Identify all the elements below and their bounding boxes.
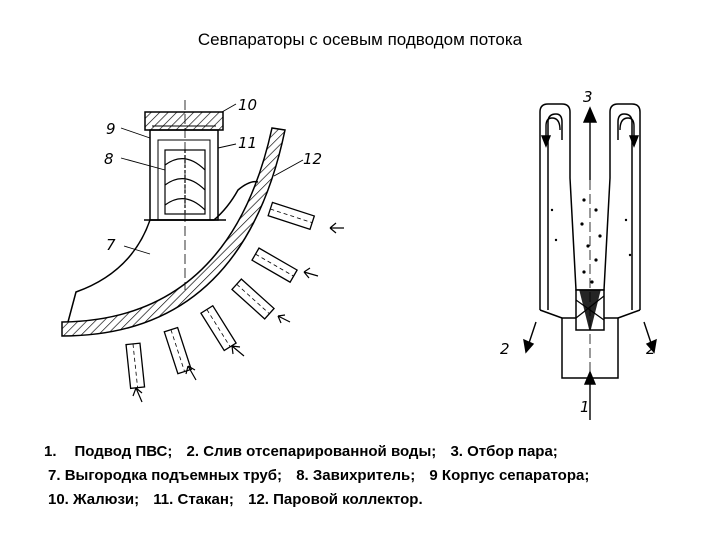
legend-text-12: Паровой коллектор. (273, 491, 423, 508)
legend-line-3: 10. Жалюзи; 11. Стакан; 12. Паровой колл… (44, 488, 714, 512)
legend-text-11: Стакан; (177, 491, 234, 508)
legend-text-8: Завихритель; (312, 467, 416, 484)
legend-num-2: 2. (186, 443, 200, 460)
label-12: 12 (303, 150, 322, 168)
page-title: Севпараторы с осевым подводом потока (197, 30, 523, 49)
legend-text-1: Подвод ПВС; (74, 443, 173, 460)
legend-num-3: 3. (450, 443, 463, 460)
right-separator-figure (523, 103, 657, 420)
separator-shell (539, 103, 571, 310)
label-7: 7 (106, 236, 116, 254)
legend-text-10: Жалюзи; (73, 491, 140, 508)
riser-pipes (125, 201, 316, 390)
flow-arrows (523, 106, 657, 420)
label-1: 1 (580, 398, 590, 416)
legend-num-8: 8. (296, 467, 309, 484)
label-8: 8 (104, 150, 114, 168)
legend-num-11: 11. (153, 491, 174, 508)
separator-diagram: 9 8 10 11 12 7 (61, 88, 657, 420)
legend-text-3: Отбор пара; (467, 443, 558, 460)
louvers (144, 111, 224, 131)
legend: 1. Подвод ПВС; 2. Слив отсепарированной в… (44, 440, 714, 512)
legend-text-2: Слив отсепарированной воды; (203, 443, 437, 460)
legend-num-7: 7. (48, 467, 61, 484)
separator-body (149, 129, 219, 221)
label-3: 3 (583, 88, 593, 106)
inflow-arrows (132, 222, 344, 403)
left-separator-figure (61, 100, 344, 403)
label-2-left: 2 (500, 340, 510, 358)
legend-line-2: 7. Выгородка подъемных труб; 8. Завихрит… (44, 464, 714, 488)
label-10: 10 (238, 96, 257, 114)
legend-num-9: 9 (429, 467, 438, 484)
riser-enclosure (67, 180, 259, 323)
steam-collector-wall (61, 127, 286, 337)
legend-num-10: 10. (48, 491, 69, 508)
legend-line-1: 1. Подвод ПВС; 2. Слив отсепарированной в… (44, 440, 714, 464)
legend-num-1: 1. (44, 443, 57, 460)
legend-text-7: Выгородка подъемных труб; (64, 467, 283, 484)
label-11: 11 (238, 134, 257, 152)
legend-text-9: Корпус сепаратора; (441, 467, 590, 484)
label-9: 9 (106, 120, 116, 138)
label-2-right: 2 (646, 340, 656, 358)
legend-num-12: 12. (248, 491, 269, 508)
